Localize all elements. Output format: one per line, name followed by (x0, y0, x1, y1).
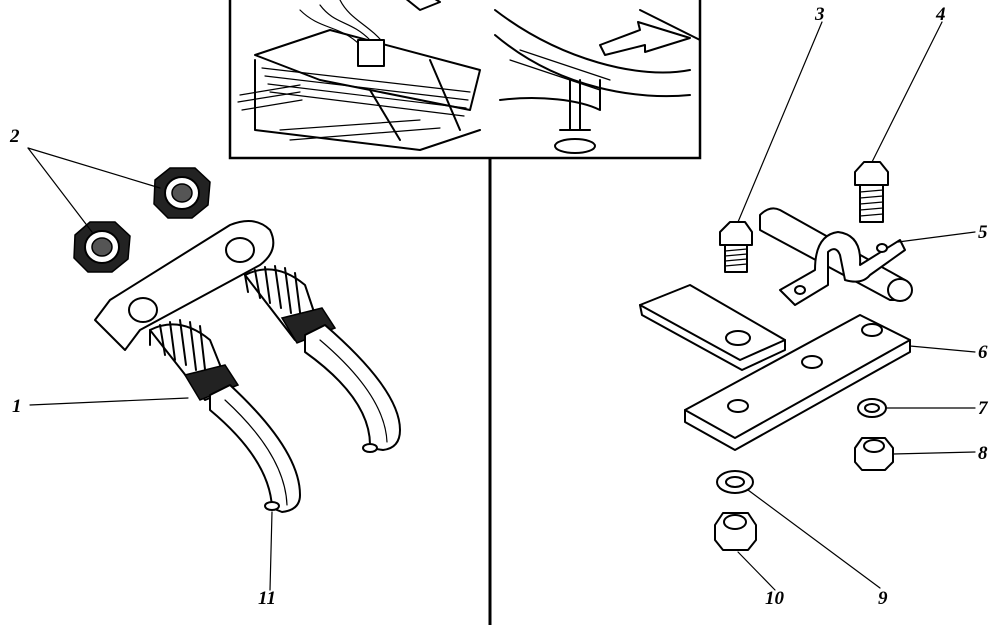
part-label-11: 11 (258, 588, 276, 609)
rubber-pad (639, 284, 786, 371)
hook-bolt-front (149, 319, 301, 513)
part-label-10: 10 (765, 588, 785, 609)
part-label-8: 8 (978, 443, 988, 464)
bolt-long (854, 161, 889, 223)
part-label-3: 3 (814, 4, 825, 25)
frame-support (494, 9, 701, 154)
part-label-1: 1 (12, 396, 22, 417)
part-label-6: 6 (978, 342, 988, 363)
nut-upper (153, 167, 211, 219)
part-label-4: 4 (935, 4, 946, 25)
arrow-icon (599, 21, 691, 56)
hook-bolt-rear (244, 265, 401, 453)
leader-lines-left (27, 147, 273, 591)
part-label-9: 9 (878, 588, 888, 609)
pipe-and-clamp (759, 207, 913, 306)
chassis-inset (228, 0, 702, 160)
nut-lower (73, 221, 131, 273)
nut-lower-right (714, 512, 757, 551)
mounting-plate (94, 220, 275, 351)
part-label-5: 5 (978, 222, 988, 243)
mounting-bar (684, 314, 911, 451)
bolt-short (719, 221, 753, 273)
part-label-2: 2 (9, 126, 20, 147)
wiring-harness (237, 0, 481, 151)
leader-lines-right (737, 21, 976, 591)
part-label-7: 7 (978, 398, 989, 419)
nut-small (854, 437, 894, 471)
